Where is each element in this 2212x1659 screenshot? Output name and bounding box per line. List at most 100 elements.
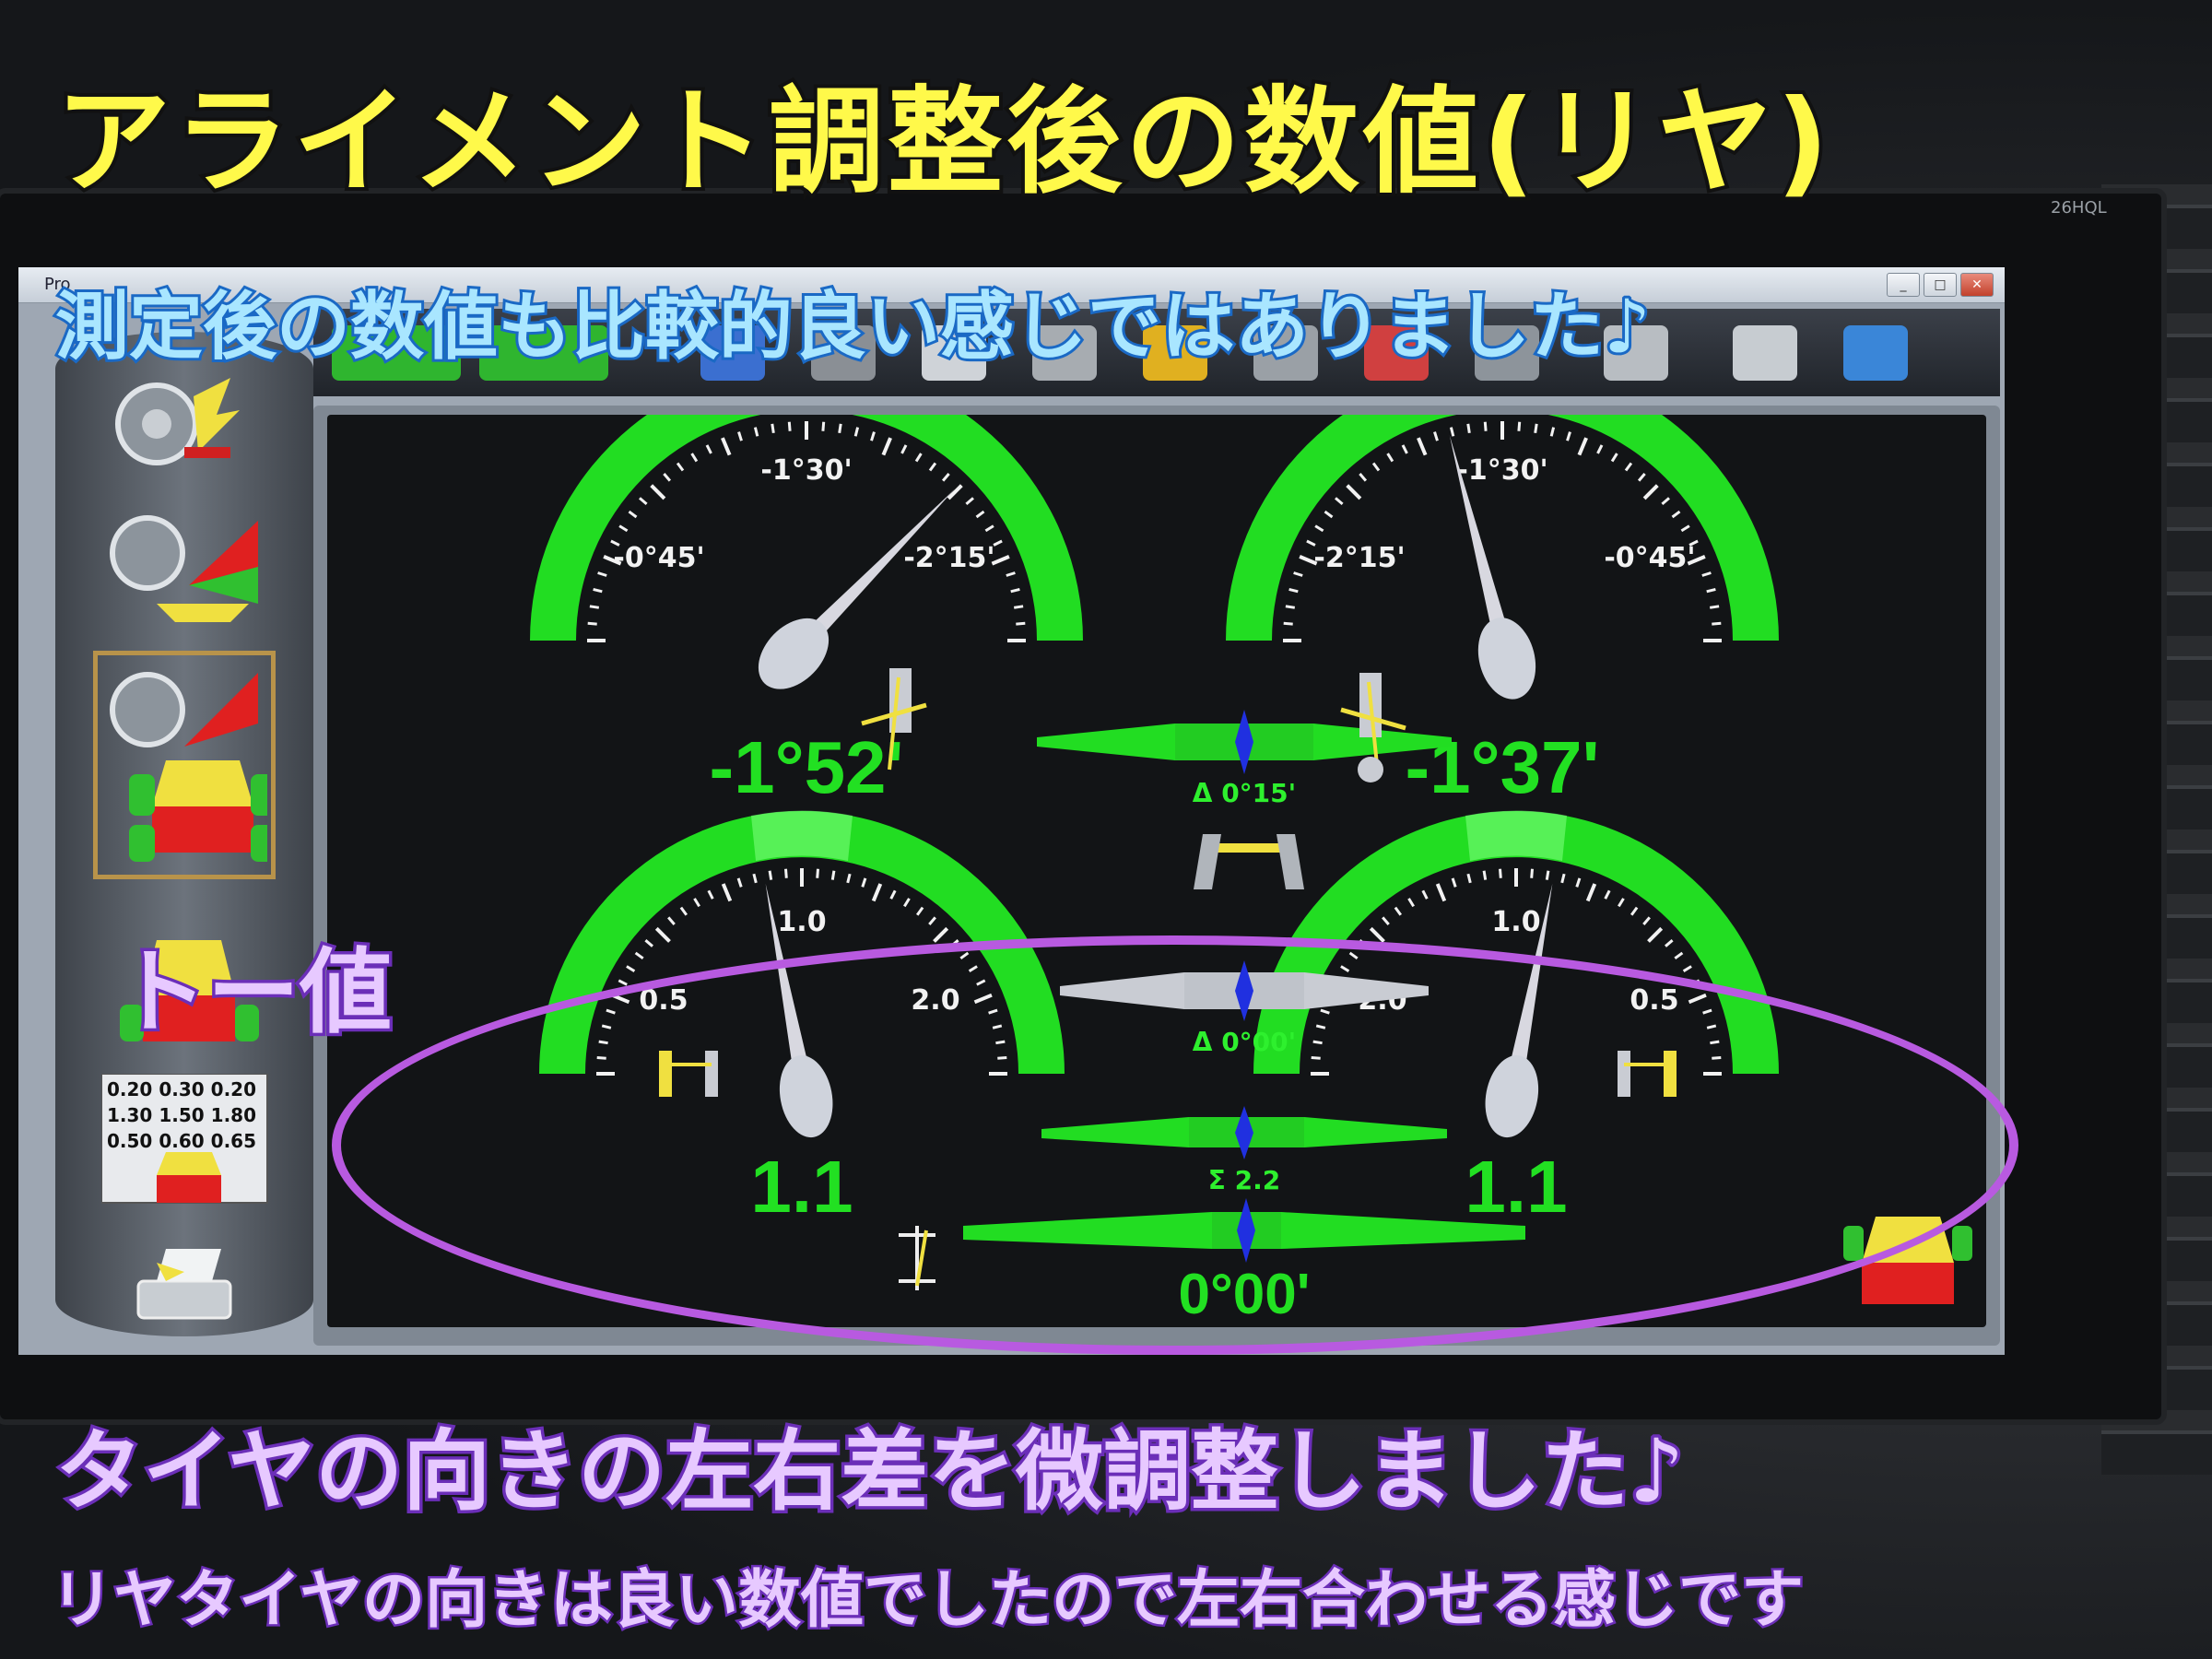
window-controls: _ □ ✕	[1887, 273, 1994, 297]
toolbar-tool-9[interactable]	[1604, 325, 1668, 381]
footer-sub-caption: リヤタイヤの向きは良い数値でしたので左右合わせる感じです	[49, 1562, 1806, 1640]
close-button[interactable]: ✕	[1960, 273, 1994, 297]
gauge-tick	[871, 883, 883, 902]
sidebar-item-sensor-check[interactable]	[101, 359, 267, 479]
front-axle-icon	[110, 515, 258, 622]
gauge-tick	[1630, 906, 1639, 916]
gauge-tick	[650, 484, 666, 500]
camber-right-wheel-icon	[1340, 673, 1406, 782]
gauge-tick	[736, 877, 743, 888]
sidebar-item-print[interactable]	[101, 1244, 267, 1327]
gauge-tick	[1566, 431, 1571, 441]
gauge-tick	[965, 497, 974, 506]
main-toolbar	[313, 309, 2000, 396]
gauge-tick	[1288, 587, 1299, 594]
gauge-tick	[679, 906, 688, 916]
gauge-tick	[1575, 877, 1582, 888]
spec-row-1: 1.30 1.50 1.80	[107, 1104, 256, 1126]
gauge-tick	[1371, 462, 1381, 472]
gauge-tick	[1545, 870, 1550, 880]
gauge-tick	[705, 444, 712, 454]
rear-axle-car-icon	[110, 672, 276, 862]
spec-table-icon: 0.20 0.30 0.20 1.30 1.50 1.80 0.50 0.60 …	[100, 1073, 268, 1204]
toolbar-tool-3[interactable]	[922, 325, 986, 381]
gauge-tick	[787, 421, 792, 431]
minimize-button[interactable]: _	[1887, 273, 1920, 297]
headline-caption: アライメント調整後の数値(リヤ)	[52, 72, 1833, 213]
gauge-tick	[1359, 473, 1368, 482]
gauge-tick	[753, 427, 759, 437]
window-titlebar: Pro _ □ ✕	[18, 267, 2005, 303]
gauge-tick	[707, 889, 714, 900]
gauge-tick	[1610, 453, 1618, 463]
sidebar-item-front-camber[interactable]	[101, 502, 267, 622]
gauge-tick	[676, 462, 685, 472]
gauge-tick	[1401, 444, 1408, 454]
gauge-tick	[1285, 605, 1296, 609]
gauge-tick	[1466, 423, 1471, 434]
spec-row-0: 0.20 0.30 0.20	[107, 1078, 256, 1100]
sidebar-item-rear-alignment[interactable]	[93, 651, 276, 879]
maximize-button[interactable]: □	[1924, 273, 1957, 297]
camber-delta-indicator: Δ 0°15'	[1037, 710, 1452, 808]
toolbar-tool-4[interactable]	[1032, 325, 1097, 381]
camber-delta-value: Δ 0°15'	[1193, 778, 1296, 808]
gauge-tick	[1534, 423, 1538, 434]
gauge-tick	[1466, 873, 1472, 884]
sidebar-item-toe-adjust[interactable]	[101, 931, 267, 1051]
gauge-tick	[1688, 539, 1699, 547]
gauge-tick	[821, 421, 826, 431]
toolbar-tool-1[interactable]	[700, 325, 765, 381]
gauge-tick	[928, 462, 937, 472]
camber-left-wheel-icon	[861, 668, 927, 771]
gauge-tick	[618, 524, 629, 533]
camber-left-value: -1°52'	[709, 726, 903, 808]
camber-left-tick-2: -2°15'	[903, 542, 994, 574]
gauge-tick	[589, 605, 600, 609]
toolbar-tool-2[interactable]	[811, 325, 876, 381]
gauge-tick	[721, 437, 732, 456]
window-title: Pro	[44, 275, 71, 294]
gauge-tick	[1585, 883, 1597, 902]
gauge-tick	[1417, 437, 1428, 456]
gauge-tick	[1299, 555, 1318, 566]
toolbar-tool-10[interactable]	[1733, 325, 1797, 381]
gauge-tick	[900, 444, 908, 454]
toolbar-tool-7[interactable]	[1364, 325, 1429, 381]
gauge-tick	[1386, 453, 1394, 463]
gauge-tick	[1682, 965, 1692, 972]
procedure-sidebar: 0.20 0.30 0.20 1.30 1.50 1.80 0.50 0.60 …	[55, 332, 313, 1336]
gauge-tick	[1712, 621, 1722, 626]
camber-right-tick-2: -0°45'	[1604, 542, 1695, 574]
gauge-tick	[889, 889, 897, 900]
gauge-tick	[1013, 605, 1024, 609]
gauge-tick	[1346, 484, 1362, 500]
gauge-tick	[881, 437, 892, 456]
gauge-tick	[1010, 587, 1020, 594]
gauge-tick	[1499, 868, 1502, 878]
gauge-tick	[1604, 889, 1611, 900]
gauge-tick	[915, 906, 924, 916]
gauge-tick	[1674, 951, 1684, 960]
gauge-tick	[1016, 621, 1026, 626]
wheel-sensor-icon	[115, 378, 240, 465]
gauge-tick	[634, 951, 644, 960]
toolbar-tool-11[interactable]	[1843, 325, 1908, 381]
gauge-tick	[603, 555, 622, 566]
gauge-tick	[1671, 510, 1681, 519]
forward-button[interactable]	[479, 325, 608, 381]
toolbar-tool-8[interactable]	[1475, 325, 1539, 381]
camber-left-needle	[758, 488, 955, 689]
gauge-tick	[928, 916, 936, 925]
toolbar-tool-5[interactable]	[1143, 325, 1207, 381]
sidebar-item-spec-table[interactable]: 0.20 0.30 0.20 1.30 1.50 1.80 0.50 0.60 …	[100, 1073, 268, 1212]
toe-value-callout: トー値	[112, 935, 395, 1050]
gauge-tick	[1661, 497, 1670, 506]
back-button[interactable]	[332, 325, 461, 381]
printer-icon	[136, 1249, 232, 1320]
gauge-tick	[1706, 587, 1716, 594]
gauge-tick	[1324, 510, 1334, 519]
toolbar-tool-6[interactable]	[1253, 325, 1318, 381]
gauge-tick	[654, 926, 671, 943]
gauge-tick	[752, 873, 758, 884]
